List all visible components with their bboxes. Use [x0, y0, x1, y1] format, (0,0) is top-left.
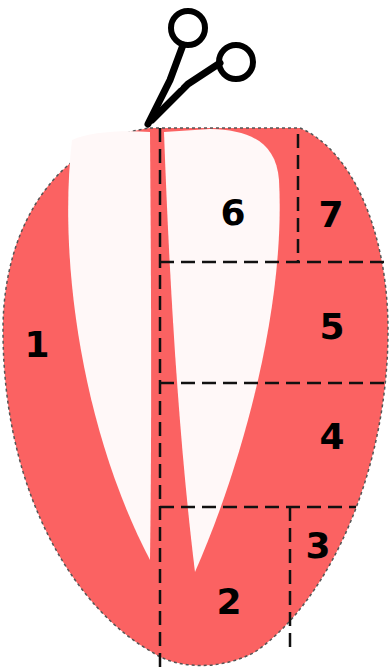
- left-cavity: [68, 131, 151, 560]
- callout-number: 4: [319, 419, 344, 455]
- callout-number: 2: [216, 584, 241, 620]
- right-cavity: [164, 129, 280, 572]
- callout-number: 7: [318, 197, 343, 233]
- callout-number: 5: [319, 309, 344, 345]
- scissors-icon: [148, 11, 253, 124]
- callout-number: 6: [220, 195, 245, 231]
- cut-lines: [160, 128, 388, 669]
- heart-outline: [3, 128, 388, 666]
- callout-number: 3: [305, 528, 330, 564]
- callout-number: 1: [24, 327, 49, 363]
